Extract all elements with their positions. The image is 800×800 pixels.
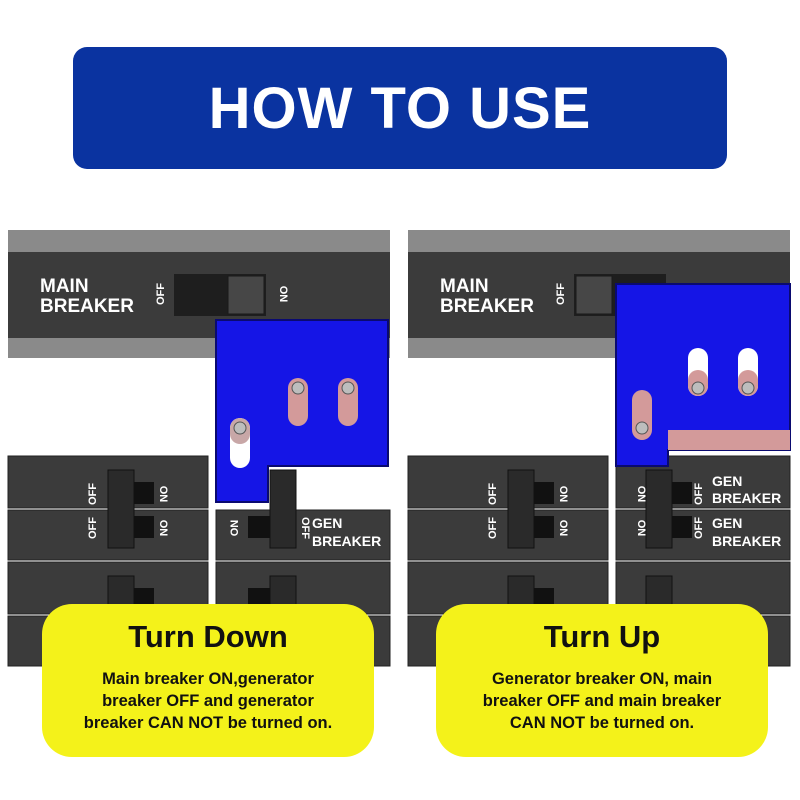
left-main-label-2: BREAKER bbox=[40, 296, 134, 317]
left-breaker-slot-1 bbox=[134, 482, 154, 504]
right-gen-label-1a: GEN bbox=[712, 473, 742, 489]
right-breaker-slot-1 bbox=[534, 482, 554, 504]
turn-down-callout: Turn Down Main breaker ON,generator brea… bbox=[42, 604, 374, 757]
left-main-label-1: MAIN bbox=[40, 276, 89, 297]
left-main-off: OFF bbox=[155, 283, 167, 305]
right-main-label-2: BREAKER bbox=[440, 296, 534, 317]
turn-down-title: Turn Down bbox=[128, 619, 288, 654]
right-screw-3 bbox=[741, 381, 755, 395]
right-gen-label-2a: GEN bbox=[712, 515, 742, 531]
left-tie-handle bbox=[107, 469, 135, 549]
right-gen-off-1: OFF bbox=[693, 483, 705, 505]
right-gen-label-1b: BREAKER bbox=[712, 490, 781, 506]
left-on-2: ON bbox=[157, 520, 169, 537]
right-off-1: OFF bbox=[487, 483, 499, 505]
turn-down-description: Main breaker ON,generator breaker OFF an… bbox=[42, 668, 374, 734]
right-main-off: OFF bbox=[555, 283, 567, 305]
turn-up-line-1: Generator breaker ON, main bbox=[491, 670, 713, 688]
left-screw-3 bbox=[341, 381, 355, 395]
left-on-1: ON bbox=[157, 486, 169, 503]
right-panel: MAIN BREAKER OFF OFF OFF ON ON ON ON OFF… bbox=[407, 230, 791, 667]
left-gen-label-1b: BREAKER bbox=[312, 490, 381, 506]
left-breaker-slot-3 bbox=[134, 588, 154, 608]
left-main-toggle bbox=[227, 275, 265, 315]
turn-up-description: Generator breaker ON, main breaker OFF a… bbox=[436, 668, 768, 734]
right-screw-2 bbox=[691, 381, 705, 395]
right-breaker-slot-3 bbox=[534, 588, 554, 608]
left-panel: MAIN BREAKER OFF ON OFF OFF ON ON ON OFF… bbox=[7, 230, 391, 667]
left-off-1: OFF bbox=[87, 483, 99, 505]
turn-down-line-3: breaker CAN NOT be turned on. bbox=[83, 714, 333, 732]
turn-up-title: Turn Up bbox=[543, 619, 661, 654]
right-on-2: ON bbox=[557, 520, 569, 537]
left-breaker-slot-2 bbox=[134, 516, 154, 538]
right-breaker-slot-2 bbox=[534, 516, 554, 538]
left-gen-slot-lower bbox=[248, 588, 270, 608]
turn-up-callout: Turn Up Generator breaker ON, main break… bbox=[436, 604, 768, 757]
left-screw-2 bbox=[291, 381, 305, 395]
right-screw-1 bbox=[635, 421, 649, 435]
left-gen-on: ON bbox=[229, 520, 241, 537]
right-gen-on-2: ON bbox=[635, 520, 647, 537]
right-gen-handle bbox=[645, 469, 673, 549]
left-main-on: ON bbox=[277, 286, 289, 303]
left-gen-row-1 bbox=[215, 509, 391, 561]
right-off-2: OFF bbox=[487, 517, 499, 539]
right-on-1: ON bbox=[557, 486, 569, 503]
left-gen-label-1a: GEN bbox=[312, 473, 342, 489]
right-main-label-1: MAIN bbox=[440, 276, 489, 297]
right-gen-slot-2 bbox=[672, 516, 692, 538]
turn-down-line-2: breaker OFF and generator bbox=[102, 692, 314, 710]
right-gen-off-2: OFF bbox=[693, 517, 705, 539]
left-gen-off-1: OFF bbox=[299, 483, 311, 505]
left-off-2: OFF bbox=[87, 517, 99, 539]
right-main-toggle bbox=[575, 275, 613, 315]
turn-down-line-1: Main breaker ON,generator bbox=[102, 670, 314, 688]
right-gen-label-2b: BREAKER bbox=[712, 533, 781, 549]
left-gen-label-2b: BREAKER bbox=[312, 533, 381, 549]
right-gen-row-2 bbox=[615, 509, 791, 561]
right-gen-slot-1 bbox=[672, 482, 692, 504]
left-gen-handle bbox=[269, 469, 297, 549]
turn-up-line-2: breaker OFF and main breaker bbox=[482, 692, 722, 710]
right-tie-handle bbox=[507, 469, 535, 549]
left-gen-slot bbox=[248, 516, 270, 538]
banner-title: HOW TO USE bbox=[208, 75, 592, 141]
left-gen-label-2a: GEN bbox=[312, 515, 342, 531]
left-gen-off-2: OFF bbox=[299, 517, 311, 539]
left-screw-1 bbox=[233, 421, 247, 435]
turn-up-line-3: CAN NOT be turned on. bbox=[509, 714, 695, 732]
right-plate-edge bbox=[668, 430, 790, 450]
right-gen-on-1: ON bbox=[635, 486, 647, 503]
how-to-use-banner: HOW TO USE bbox=[73, 47, 727, 169]
